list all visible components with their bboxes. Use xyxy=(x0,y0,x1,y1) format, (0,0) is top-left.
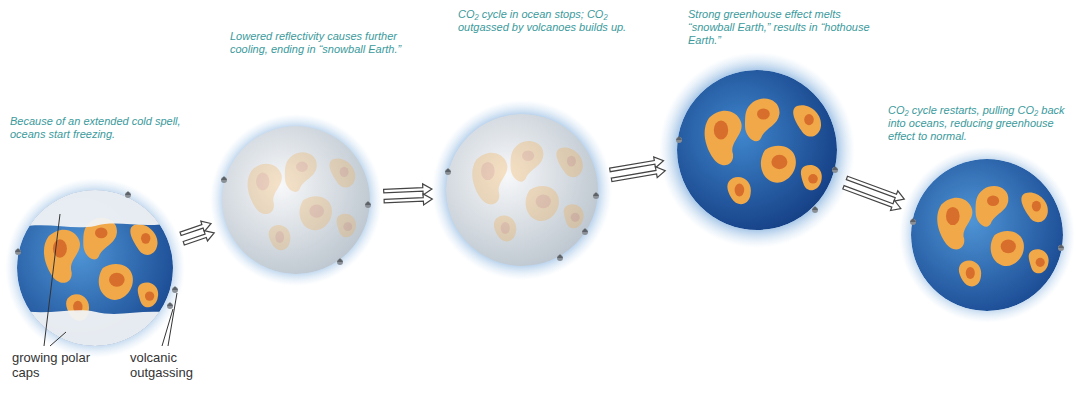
leader-line xyxy=(44,214,60,346)
stage-arrow xyxy=(180,221,214,245)
stage-caption: Lowered reflectivity causes further cool… xyxy=(230,30,405,56)
stage-caption: CO₂ cycle restarts, pulling CO₂ back int… xyxy=(888,104,1083,143)
stage-caption: Strong greenhouse effect melts “snowball… xyxy=(688,8,883,47)
globe-stage: Because of an extended cold spell, ocean… xyxy=(17,190,173,346)
globe-stage: CO₂ cycle restarts, pulling CO₂ back int… xyxy=(911,159,1063,311)
stage-arrow xyxy=(384,184,433,205)
globe-stage: Strong greenhouse effect melts “snowball… xyxy=(677,70,837,230)
globe-stage: Lowered reflectivity causes further cool… xyxy=(222,126,370,274)
leader-line xyxy=(168,293,177,346)
globe-stage: CO₂ cycle in ocean stops; CO₂ outgassed … xyxy=(446,114,598,266)
stage-arrow xyxy=(843,176,905,210)
stage-caption: CO₂ cycle in ocean stops; CO₂ outgassed … xyxy=(458,8,658,34)
stage-arrow xyxy=(610,157,666,182)
callout-label: volcanic outgassing xyxy=(130,350,220,380)
callout-label: growing polar caps xyxy=(12,350,92,380)
leader-line xyxy=(50,332,66,346)
stage-caption: Because of an extended cold spell, ocean… xyxy=(10,115,185,141)
